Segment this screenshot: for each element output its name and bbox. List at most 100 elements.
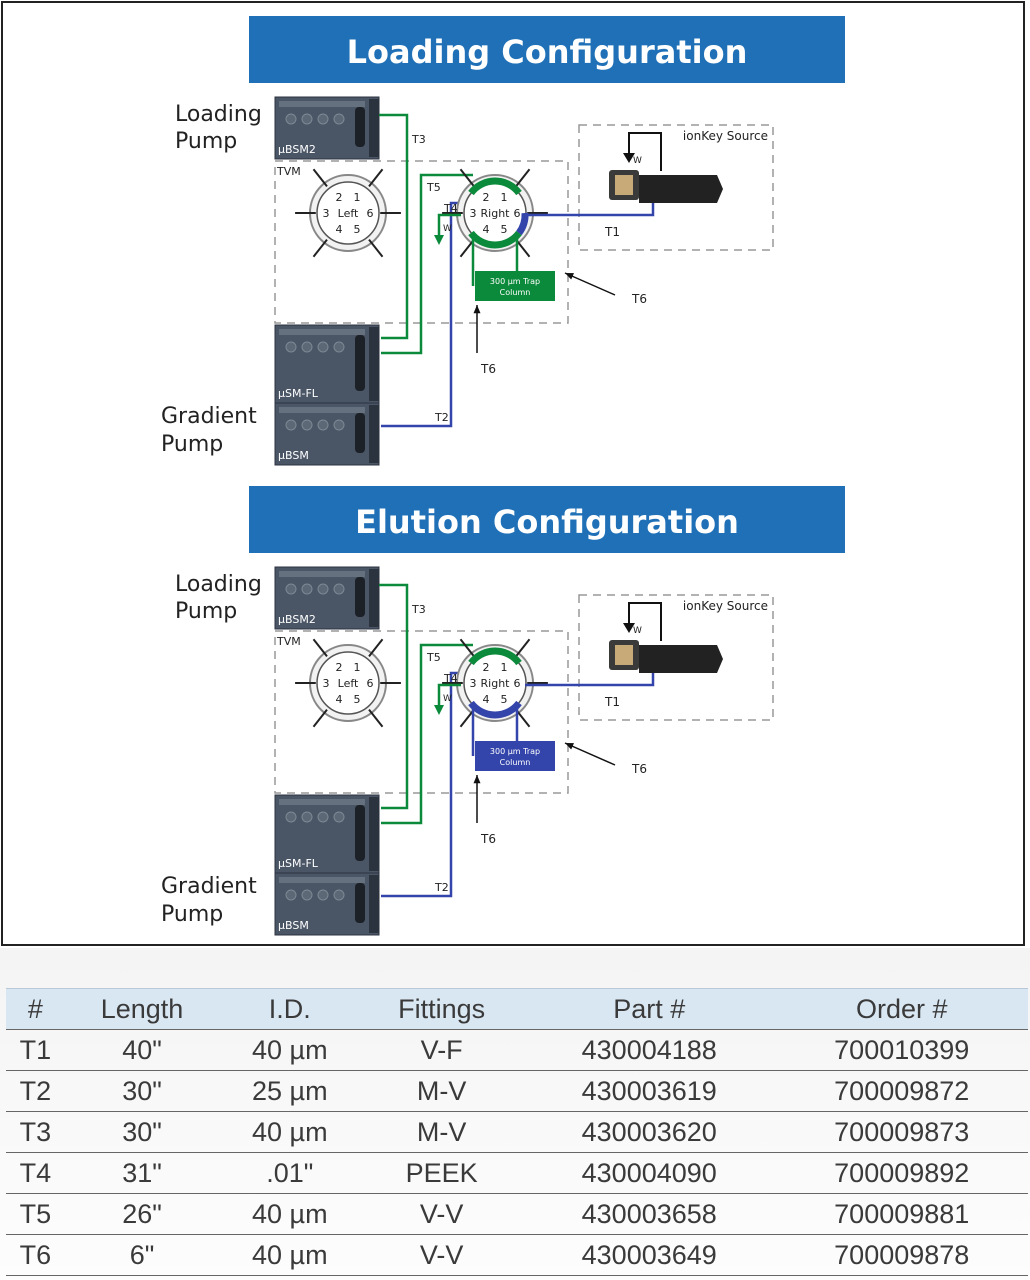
valve-left-port-6: 6 bbox=[367, 677, 374, 690]
gradient-pump-label-line2: Pump bbox=[161, 902, 223, 927]
loading-pump-knob bbox=[285, 583, 297, 595]
cell-number: T5 bbox=[6, 1193, 65, 1235]
tube-label-t1: T1 bbox=[604, 695, 620, 709]
waste-label-ionkey: W bbox=[633, 156, 642, 166]
trap-column-box bbox=[475, 271, 555, 301]
loading-pump-top-strip bbox=[279, 571, 365, 577]
gradient-pump-upper-knob bbox=[317, 811, 329, 823]
cell-part: 430004090 bbox=[522, 1152, 776, 1194]
loading-pump-side bbox=[369, 99, 379, 157]
gradient-pump-upper-side bbox=[369, 797, 379, 871]
arrow-t6-bottom-head bbox=[473, 775, 481, 784]
valve-right-port-5: 5 bbox=[501, 693, 508, 706]
gradient-pump-lower-top-strip bbox=[279, 407, 365, 413]
gradient-pump-upper-knob bbox=[333, 811, 345, 823]
valve-right-channel-bottom bbox=[468, 700, 522, 719]
gradient-pump-lower-model-label: µBSM bbox=[278, 919, 309, 932]
valve-right-name: Right bbox=[481, 207, 511, 220]
waste-arrow-icon bbox=[434, 705, 444, 715]
loading-pump-model-label: µBSM2 bbox=[278, 143, 316, 156]
loading-pump-knob bbox=[301, 113, 313, 125]
ionkey-waste-arrow-icon bbox=[623, 623, 635, 633]
loading-pump-label-line2: Pump bbox=[175, 599, 237, 624]
cell-id: 40 µm bbox=[219, 1234, 361, 1276]
valve-left-port-fitting bbox=[368, 708, 384, 728]
tube-label-t3: T3 bbox=[411, 133, 426, 146]
cell-fittings: V-F bbox=[360, 1029, 523, 1071]
valve-left-port-1: 1 bbox=[354, 191, 361, 204]
cell-length: 26" bbox=[64, 1193, 220, 1235]
tube-label-t2: T2 bbox=[434, 881, 449, 894]
tube-label-t6-bottom: T6 bbox=[480, 832, 496, 846]
cell-id: 40 µm bbox=[219, 1111, 361, 1153]
tube-label-t3: T3 bbox=[411, 603, 426, 616]
arrow-t6-right bbox=[564, 742, 616, 766]
valve-right-port-fitting bbox=[459, 638, 475, 658]
tube-t4 bbox=[437, 683, 461, 709]
gradient-pump-upper-model-label: µSM-FL bbox=[278, 857, 319, 870]
ionkey-box bbox=[578, 124, 774, 251]
gradient-pump-upper-knob bbox=[301, 811, 313, 823]
valve-right-channel-side bbox=[516, 212, 529, 236]
valve-left-inner bbox=[316, 181, 380, 245]
loading-pump-label-line1: Loading bbox=[175, 572, 262, 597]
gradient-pump-upper: µSM-FL bbox=[274, 794, 380, 874]
cell-id: 40 µm bbox=[219, 1193, 361, 1235]
ionkey-body bbox=[639, 175, 723, 203]
panel-title: Loading Configuration bbox=[347, 33, 748, 71]
arrow-t6-right-shaft bbox=[564, 272, 616, 296]
cell-id: .01" bbox=[219, 1152, 361, 1194]
valve-left-port-fitting bbox=[312, 238, 328, 258]
valve-left-port-3: 3 bbox=[323, 207, 330, 220]
header-part: Part # bbox=[522, 988, 776, 1030]
cell-order: 700009878 bbox=[775, 1234, 1028, 1276]
tvm-box bbox=[274, 160, 569, 324]
valve-right-port-2: 2 bbox=[483, 661, 490, 674]
gradient-pump-lower-top-strip bbox=[279, 877, 365, 883]
gradient-pump-upper-knob bbox=[333, 341, 345, 353]
valve-right-port-4: 4 bbox=[483, 223, 490, 236]
cell-fittings: M-V bbox=[360, 1070, 523, 1112]
gradient-pump-lower-knob bbox=[317, 419, 329, 431]
valve-right-port-3: 3 bbox=[470, 677, 477, 690]
loading-pump-handle bbox=[355, 107, 365, 147]
tube-t2 bbox=[381, 201, 465, 428]
valve-left-name: Left bbox=[338, 677, 359, 690]
gradient-pump-label-line1: Gradient bbox=[161, 404, 257, 429]
ionkey-device-icon bbox=[609, 170, 723, 203]
gradient-pump-lower-handle bbox=[355, 413, 365, 453]
gradient-pump-upper-knob bbox=[317, 341, 329, 353]
valve-left-port-6: 6 bbox=[367, 207, 374, 220]
valve-left-port-5: 5 bbox=[354, 223, 361, 236]
gradient-pump-label-line2: Pump bbox=[161, 432, 223, 457]
ionkey-waste-line bbox=[628, 602, 662, 641]
valve-right-port-6: 6 bbox=[514, 207, 521, 220]
gradient-pump-upper-knob bbox=[285, 341, 297, 353]
gradient-pump-upper: µSM-FL bbox=[274, 324, 380, 404]
valve-right-channel-top bbox=[468, 177, 522, 196]
cell-part: 430003649 bbox=[522, 1234, 776, 1276]
arrow-t6-right-head bbox=[565, 273, 574, 280]
valve-right-port-fitting bbox=[515, 638, 531, 658]
tube-t5 bbox=[381, 173, 473, 355]
tube-label-t4: T4 bbox=[443, 202, 458, 215]
loading-pump-handle bbox=[355, 577, 365, 617]
cell-fittings: V-V bbox=[360, 1193, 523, 1235]
loading-pump: µBSM2 bbox=[274, 96, 380, 160]
valve-left-port-fitting bbox=[368, 168, 384, 188]
tube-label-t4: T4 bbox=[443, 672, 458, 685]
loading-pump-knob bbox=[333, 113, 345, 125]
loading-pump-label-line2: Pump bbox=[175, 129, 237, 154]
valve-left-name: Left bbox=[338, 207, 359, 220]
waste-label-valve: W bbox=[443, 224, 452, 234]
gradient-pump-upper-handle bbox=[355, 805, 365, 861]
loading-pump: µBSM2 bbox=[274, 566, 380, 630]
cell-order: 700010399 bbox=[775, 1029, 1028, 1071]
cell-number: T2 bbox=[6, 1070, 65, 1112]
trap-column-label-line2: Column bbox=[500, 758, 531, 767]
arrow-t6-right bbox=[564, 272, 616, 296]
gradient-pump-lower-knob bbox=[285, 419, 297, 431]
tvm-box bbox=[274, 630, 569, 794]
